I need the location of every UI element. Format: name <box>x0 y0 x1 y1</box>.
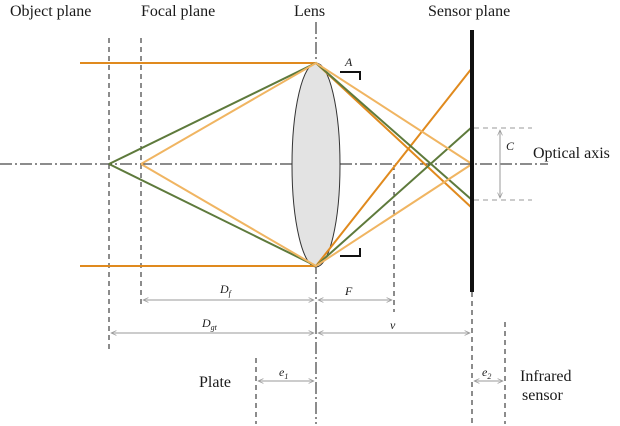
object-plane-label: Object plane <box>10 3 91 20</box>
green-ray-bottom <box>108 126 473 268</box>
infrared-sensor-label-line1: Infrared <box>520 368 572 385</box>
var-df-sub: f <box>229 289 233 298</box>
plate-label: Plate <box>199 374 231 391</box>
light-orange-rays <box>140 61 473 268</box>
orange-ray-bottom <box>80 67 473 267</box>
lens-shape <box>291 62 341 268</box>
aperture-bracket-top <box>340 71 361 80</box>
var-df-label: Df <box>219 282 233 298</box>
var-dgt-label: Dgt <box>201 316 218 332</box>
orange-ray-top <box>80 62 473 209</box>
var-dgt-base: D <box>201 316 211 330</box>
var-df-base: D <box>219 282 229 296</box>
var-e2-sub: 2 <box>487 372 491 381</box>
green-ray-top <box>108 61 473 201</box>
var-dgt-sub: gt <box>211 323 218 332</box>
var-v-label: v <box>390 318 396 332</box>
var-c-label: C <box>506 139 515 153</box>
var-a-label: A <box>344 55 353 69</box>
optical-axis-label: Optical axis <box>533 145 610 162</box>
var-e1-label: e1 <box>279 365 288 381</box>
var-e1-base: e <box>279 365 285 379</box>
light-orange-ray-top <box>140 61 473 165</box>
var-e1-sub: 1 <box>284 372 288 381</box>
aperture-bracket-bottom <box>340 248 361 257</box>
lens-label: Lens <box>294 3 325 20</box>
light-orange-ray-bottom <box>140 163 473 268</box>
focal-plane-label: Focal plane <box>141 3 215 20</box>
sensor-plane-label: Sensor plane <box>428 3 510 20</box>
var-e2-base: e <box>482 365 488 379</box>
var-f-label: F <box>344 284 353 298</box>
infrared-sensor-label-line2: sensor <box>522 387 564 404</box>
var-e2-label: e2 <box>482 365 491 381</box>
